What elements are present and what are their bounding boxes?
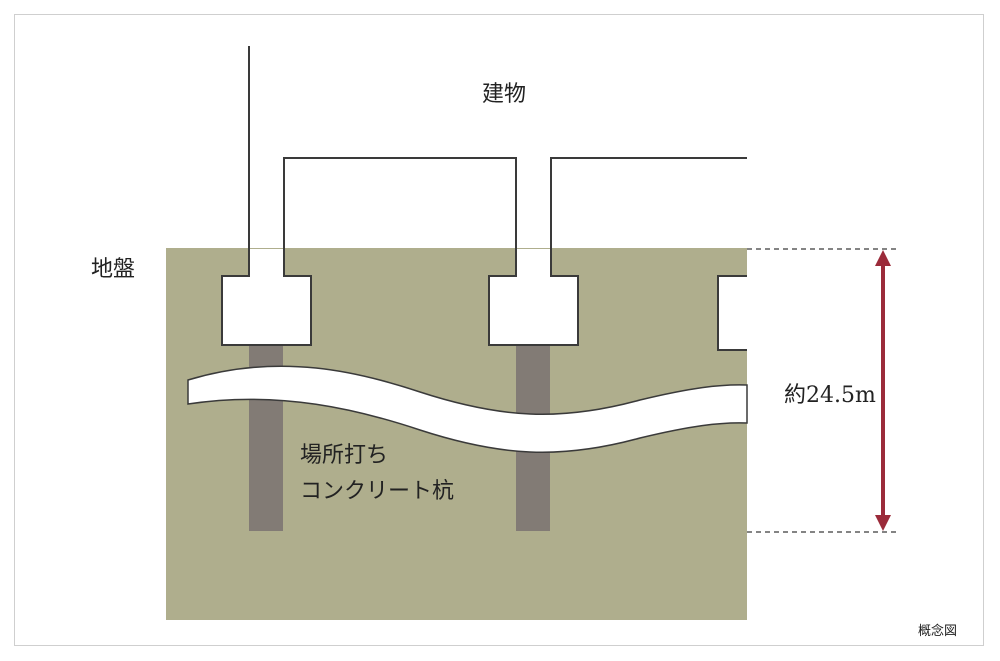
ground-break-band [187, 365, 748, 454]
pile-label: 場所打ち コンクリート杭 [300, 438, 454, 510]
building-fill [223, 249, 310, 344]
ground-label: 地盤 [91, 257, 136, 282]
pile-label-line2: コンクリート杭 [300, 479, 455, 504]
building-outline-ground-center [488, 248, 579, 346]
depth-label: 約24.5m [784, 383, 876, 408]
building-fill-center [490, 249, 577, 344]
pile-label-line1: 場所打ち [300, 443, 389, 468]
concept-label: 概念図 [918, 624, 958, 639]
footing-right [718, 276, 747, 350]
footing-right-outline [717, 275, 747, 351]
building-label: 建物 [482, 82, 527, 107]
building-outline-ground-left [221, 248, 312, 346]
